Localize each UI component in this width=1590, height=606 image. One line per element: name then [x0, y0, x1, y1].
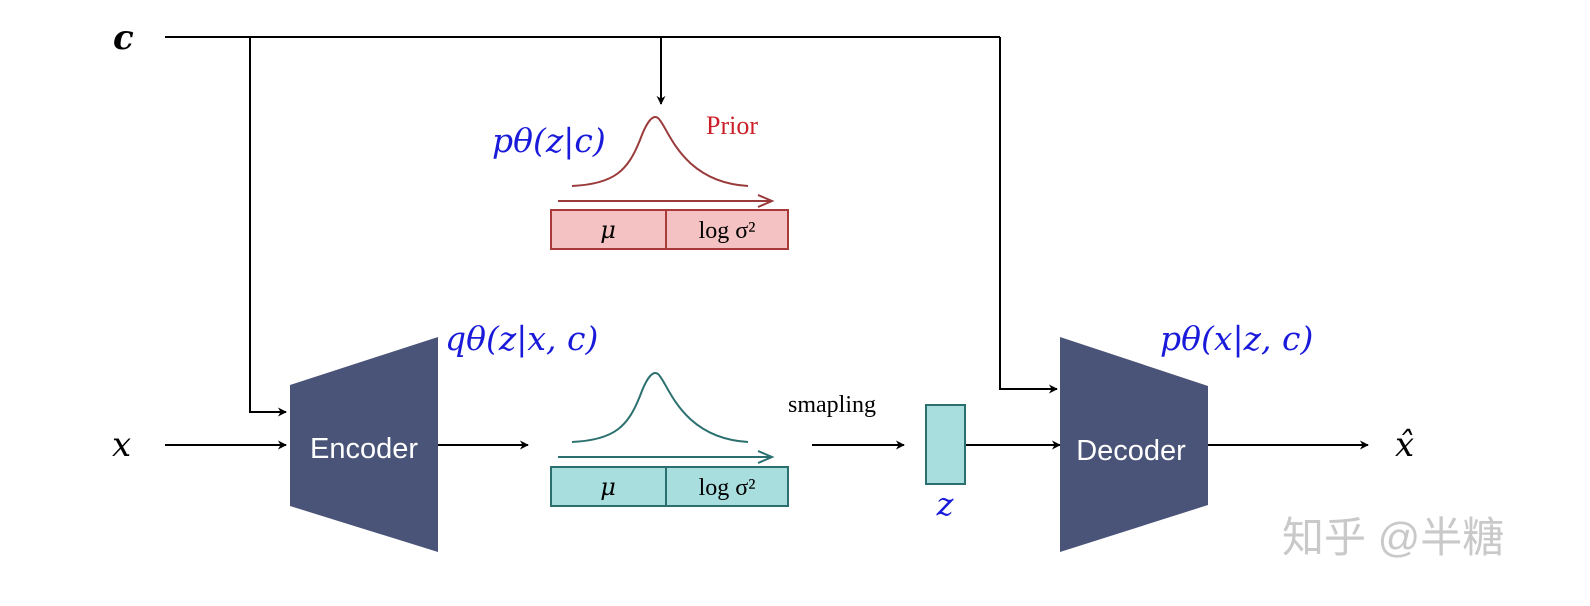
decoder-block: [1060, 337, 1208, 552]
posterior-mu-cell: [550, 466, 667, 507]
prior-logvar-label: log σ²: [699, 218, 756, 244]
encoder-label: Encoder: [310, 433, 418, 465]
sampling-label: smapling: [788, 392, 876, 418]
prior-logvar-cell: [665, 209, 789, 250]
encoder-block: [290, 337, 438, 552]
latent-z-label: z: [936, 485, 955, 523]
posterior-axis-arrowhead: [757, 450, 775, 464]
condition-to-decoder-arrow: [999, 37, 1058, 394]
latent-z-block: [925, 404, 966, 485]
condition-lines: [165, 36, 1058, 417]
prior-name-label: Prior: [706, 111, 758, 140]
decoder-label: Decoder: [1076, 435, 1186, 467]
condition-to-encoder-arrow: [249, 37, 287, 417]
posterior-mu-label: μ: [600, 473, 616, 501]
output-label: x̂: [1395, 425, 1414, 465]
prior-gaussian-curve: [571, 116, 749, 187]
posterior-logvar-label: log σ²: [699, 475, 756, 501]
prior-distribution-label: pθ(z|c): [492, 121, 606, 160]
decoder-distribution-label: pθ(x|z, c): [1160, 319, 1313, 358]
posterior-gaussian-curve: [571, 372, 749, 443]
prior-mu-cell: [550, 209, 667, 250]
prior-mu-label: μ: [600, 216, 616, 244]
watermark: 知乎 @半糖: [1282, 514, 1504, 561]
condition-label: c: [113, 18, 134, 58]
posterior-logvar-cell: [665, 466, 789, 507]
encoder-distribution-label: qθ(z|x, c): [445, 319, 598, 358]
prior-axis-arrowhead: [757, 194, 775, 208]
x-input-label: x: [112, 425, 131, 465]
